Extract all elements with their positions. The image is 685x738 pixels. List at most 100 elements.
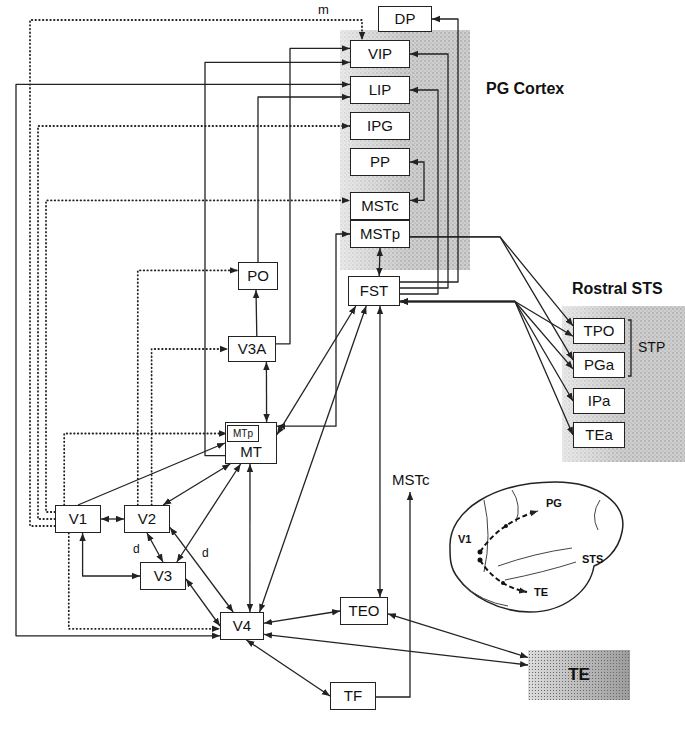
area-name: V2	[138, 511, 156, 528]
region-heading: Rostral STS	[572, 280, 663, 298]
area-box: V3	[140, 562, 186, 590]
area-box: VIP	[350, 40, 410, 68]
area-name: VIP	[368, 46, 392, 63]
pathway-arrow	[163, 464, 230, 505]
area-name: V3A	[238, 341, 266, 358]
pathway-arrow	[266, 362, 268, 422]
area-box: FST	[348, 276, 400, 306]
pathway-arrow	[255, 290, 257, 336]
region-shading	[340, 30, 470, 270]
pathway-arrow	[277, 234, 350, 426]
area-box: TPO	[573, 318, 625, 344]
pathway-arrow	[258, 97, 350, 262]
area-box: PP	[350, 148, 410, 176]
area-name: MSTc	[361, 198, 399, 215]
pathway-arrow	[376, 492, 410, 697]
pathway-arrow	[147, 533, 163, 562]
area-name: V3	[154, 568, 172, 585]
area-name: V4	[233, 618, 251, 635]
sulcus	[594, 500, 600, 530]
area-box: IPa	[573, 388, 625, 414]
area-name: PGa	[584, 357, 614, 374]
region-heading: PG Cortex	[486, 80, 564, 98]
feedback-arrow	[69, 533, 220, 629]
group-label: STP	[638, 340, 665, 355]
area-label: MSTc	[392, 472, 430, 489]
region-shading	[340, 30, 470, 270]
area-box: DP	[378, 6, 432, 32]
feedback-arrow	[152, 349, 228, 505]
pathway-dot	[478, 550, 483, 555]
feedback-arrow	[64, 434, 227, 506]
pathway-arrow	[400, 302, 573, 337]
area-name: TF	[344, 688, 362, 705]
pathway-arrow	[177, 464, 241, 562]
area-box: PGa	[573, 352, 625, 378]
pathway-arrow	[101, 518, 124, 519]
pathway-dot	[504, 524, 508, 528]
cortex-region: PG CortexVIPLIPIPGPPMSTcMSTp	[340, 30, 470, 270]
pathway-arrow	[264, 611, 340, 623]
area-box: TE	[528, 650, 630, 700]
area-name: TEO	[349, 603, 380, 620]
pathway-arrow	[16, 84, 350, 635]
area-name: MT	[240, 444, 262, 461]
pathway-arrow	[276, 48, 350, 343]
pathway-arrow	[205, 62, 350, 455]
cortex-region: Rostral STSTPOPGaIPaTEa	[562, 306, 685, 462]
pathway-dot	[478, 558, 483, 563]
sulcus	[462, 584, 508, 606]
area-name: TPO	[584, 323, 615, 340]
pathway-arrow	[246, 640, 330, 696]
area-name: LIP	[369, 82, 392, 99]
pathway-arrow	[410, 237, 573, 326]
pathway-arrow	[410, 162, 424, 200]
brain-label: STS	[582, 553, 603, 565]
region-shading	[562, 306, 685, 462]
area-name: IPG	[367, 118, 393, 135]
brain-outline	[450, 482, 623, 612]
area-name: MTp	[233, 428, 253, 439]
area-box: V1	[55, 505, 101, 533]
feedback-arrow	[138, 270, 238, 505]
pathway-arrow	[400, 302, 573, 402]
brain-label: TE	[534, 586, 548, 598]
area-box: V4	[220, 612, 264, 640]
letter-label: m	[318, 3, 329, 17]
pathway-arrow	[264, 634, 528, 665]
area-box: V2	[124, 505, 170, 533]
pathway-arrow	[249, 464, 250, 612]
feedback-arrow	[46, 200, 350, 512]
area-name: TE	[568, 666, 590, 685]
area-name: IPa	[588, 393, 611, 410]
pathway-arrow	[388, 614, 528, 658]
region-shading	[340, 30, 470, 270]
brain-label: V1	[458, 533, 471, 545]
area-box: TEa	[573, 422, 625, 448]
area-name: PP	[370, 154, 390, 171]
bracket	[628, 320, 631, 376]
region-shading	[562, 306, 685, 462]
sulcus	[505, 562, 576, 580]
pathway-arrow	[83, 533, 140, 576]
letter-label: d	[133, 543, 140, 556]
area-box: TF	[330, 682, 376, 710]
pathway-arrow	[186, 579, 220, 626]
pathway-arrow	[480, 560, 527, 592]
area-name: PO	[247, 268, 269, 285]
region-shading	[340, 30, 685, 462]
brain-illustration	[450, 482, 623, 612]
pathway-arrow	[400, 302, 573, 436]
pathway-dot	[501, 581, 505, 585]
pathway-arrow	[400, 302, 573, 369]
feedback-arrow	[38, 126, 350, 519]
area-name: TEa	[585, 427, 613, 444]
area-box: LIP	[350, 76, 410, 104]
area-box: MSTc	[350, 192, 410, 220]
region-shading	[562, 306, 685, 462]
area-box: V3A	[228, 336, 276, 362]
area-name: V1	[69, 511, 87, 528]
area-box: MSTp	[350, 220, 410, 248]
